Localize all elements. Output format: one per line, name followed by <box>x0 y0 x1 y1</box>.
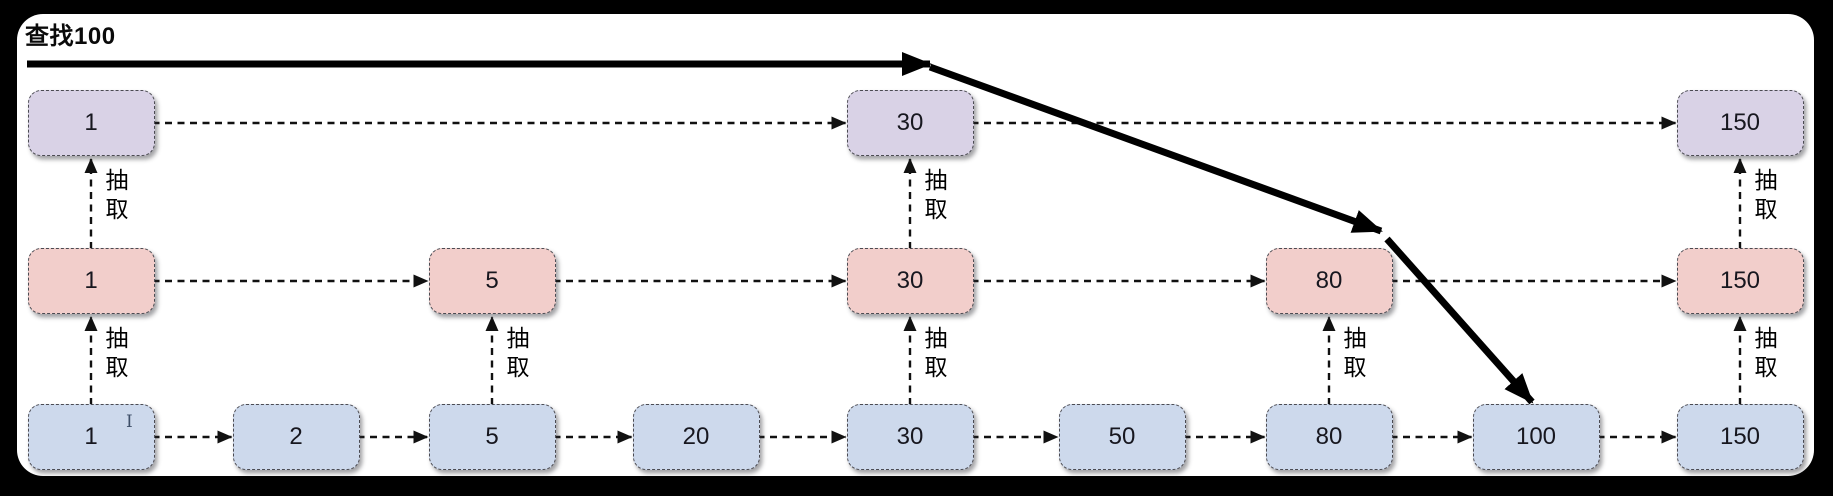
node-value: 30 <box>896 109 924 136</box>
node-value: 30 <box>896 423 924 450</box>
extract-label: 抽取 <box>924 167 948 222</box>
node-value: 150 <box>1719 267 1761 294</box>
skiplist-node-level-0-30[interactable]: 30 <box>846 404 974 470</box>
skiplist-node-level-2-30[interactable]: 30 <box>846 90 974 156</box>
skiplist-node-level-0-50[interactable]: 50 <box>1058 404 1186 470</box>
node-value: 80 <box>1315 267 1343 294</box>
node-value: 50 <box>1108 423 1136 450</box>
extract-label: 抽取 <box>1754 167 1778 222</box>
node-value: 2 <box>289 423 303 450</box>
search-title: 查找100 <box>25 23 116 50</box>
skiplist-node-level-0-1[interactable]: 1 <box>27 404 155 470</box>
node-value: 5 <box>485 423 499 450</box>
node-value: 1 <box>84 109 98 136</box>
node-value: 5 <box>485 267 499 294</box>
extract-label: 抽取 <box>924 325 948 380</box>
node-value: 1 <box>84 423 98 450</box>
text-cursor-artifact: I <box>126 412 133 432</box>
search-path-segment <box>1384 236 1535 405</box>
extract-label: 抽取 <box>105 167 129 222</box>
skiplist-node-level-1-150[interactable]: 150 <box>1676 248 1804 314</box>
node-value: 150 <box>1719 109 1761 136</box>
skiplist-node-level-0-2[interactable]: 2 <box>232 404 360 470</box>
node-value: 1 <box>84 267 98 294</box>
skiplist-node-level-0-20[interactable]: 20 <box>632 404 760 470</box>
extract-label: 抽取 <box>105 325 129 380</box>
node-value: 20 <box>682 423 710 450</box>
extract-label: 抽取 <box>1343 325 1367 380</box>
extract-label: 抽取 <box>506 325 530 380</box>
skiplist-node-level-2-150[interactable]: 150 <box>1676 90 1804 156</box>
extract-label: 抽取 <box>1754 325 1778 380</box>
skiplist-node-level-2-1[interactable]: 1 <box>27 90 155 156</box>
node-value: 150 <box>1719 423 1761 450</box>
skiplist-node-level-1-5[interactable]: 5 <box>428 248 556 314</box>
skiplist-node-level-0-80[interactable]: 80 <box>1265 404 1393 470</box>
node-value: 100 <box>1515 423 1557 450</box>
node-value: 30 <box>896 267 924 294</box>
search-path-segment <box>928 63 1383 235</box>
skiplist-node-level-0-5[interactable]: 5 <box>428 404 556 470</box>
skiplist-node-level-0-150[interactable]: 150 <box>1676 404 1804 470</box>
node-value: 80 <box>1315 423 1343 450</box>
skiplist-node-level-1-80[interactable]: 80 <box>1265 248 1393 314</box>
skiplist-node-level-0-100[interactable]: 100 <box>1472 404 1600 470</box>
skiplist-node-level-1-30[interactable]: 30 <box>846 248 974 314</box>
skiplist-node-level-1-1[interactable]: 1 <box>27 248 155 314</box>
